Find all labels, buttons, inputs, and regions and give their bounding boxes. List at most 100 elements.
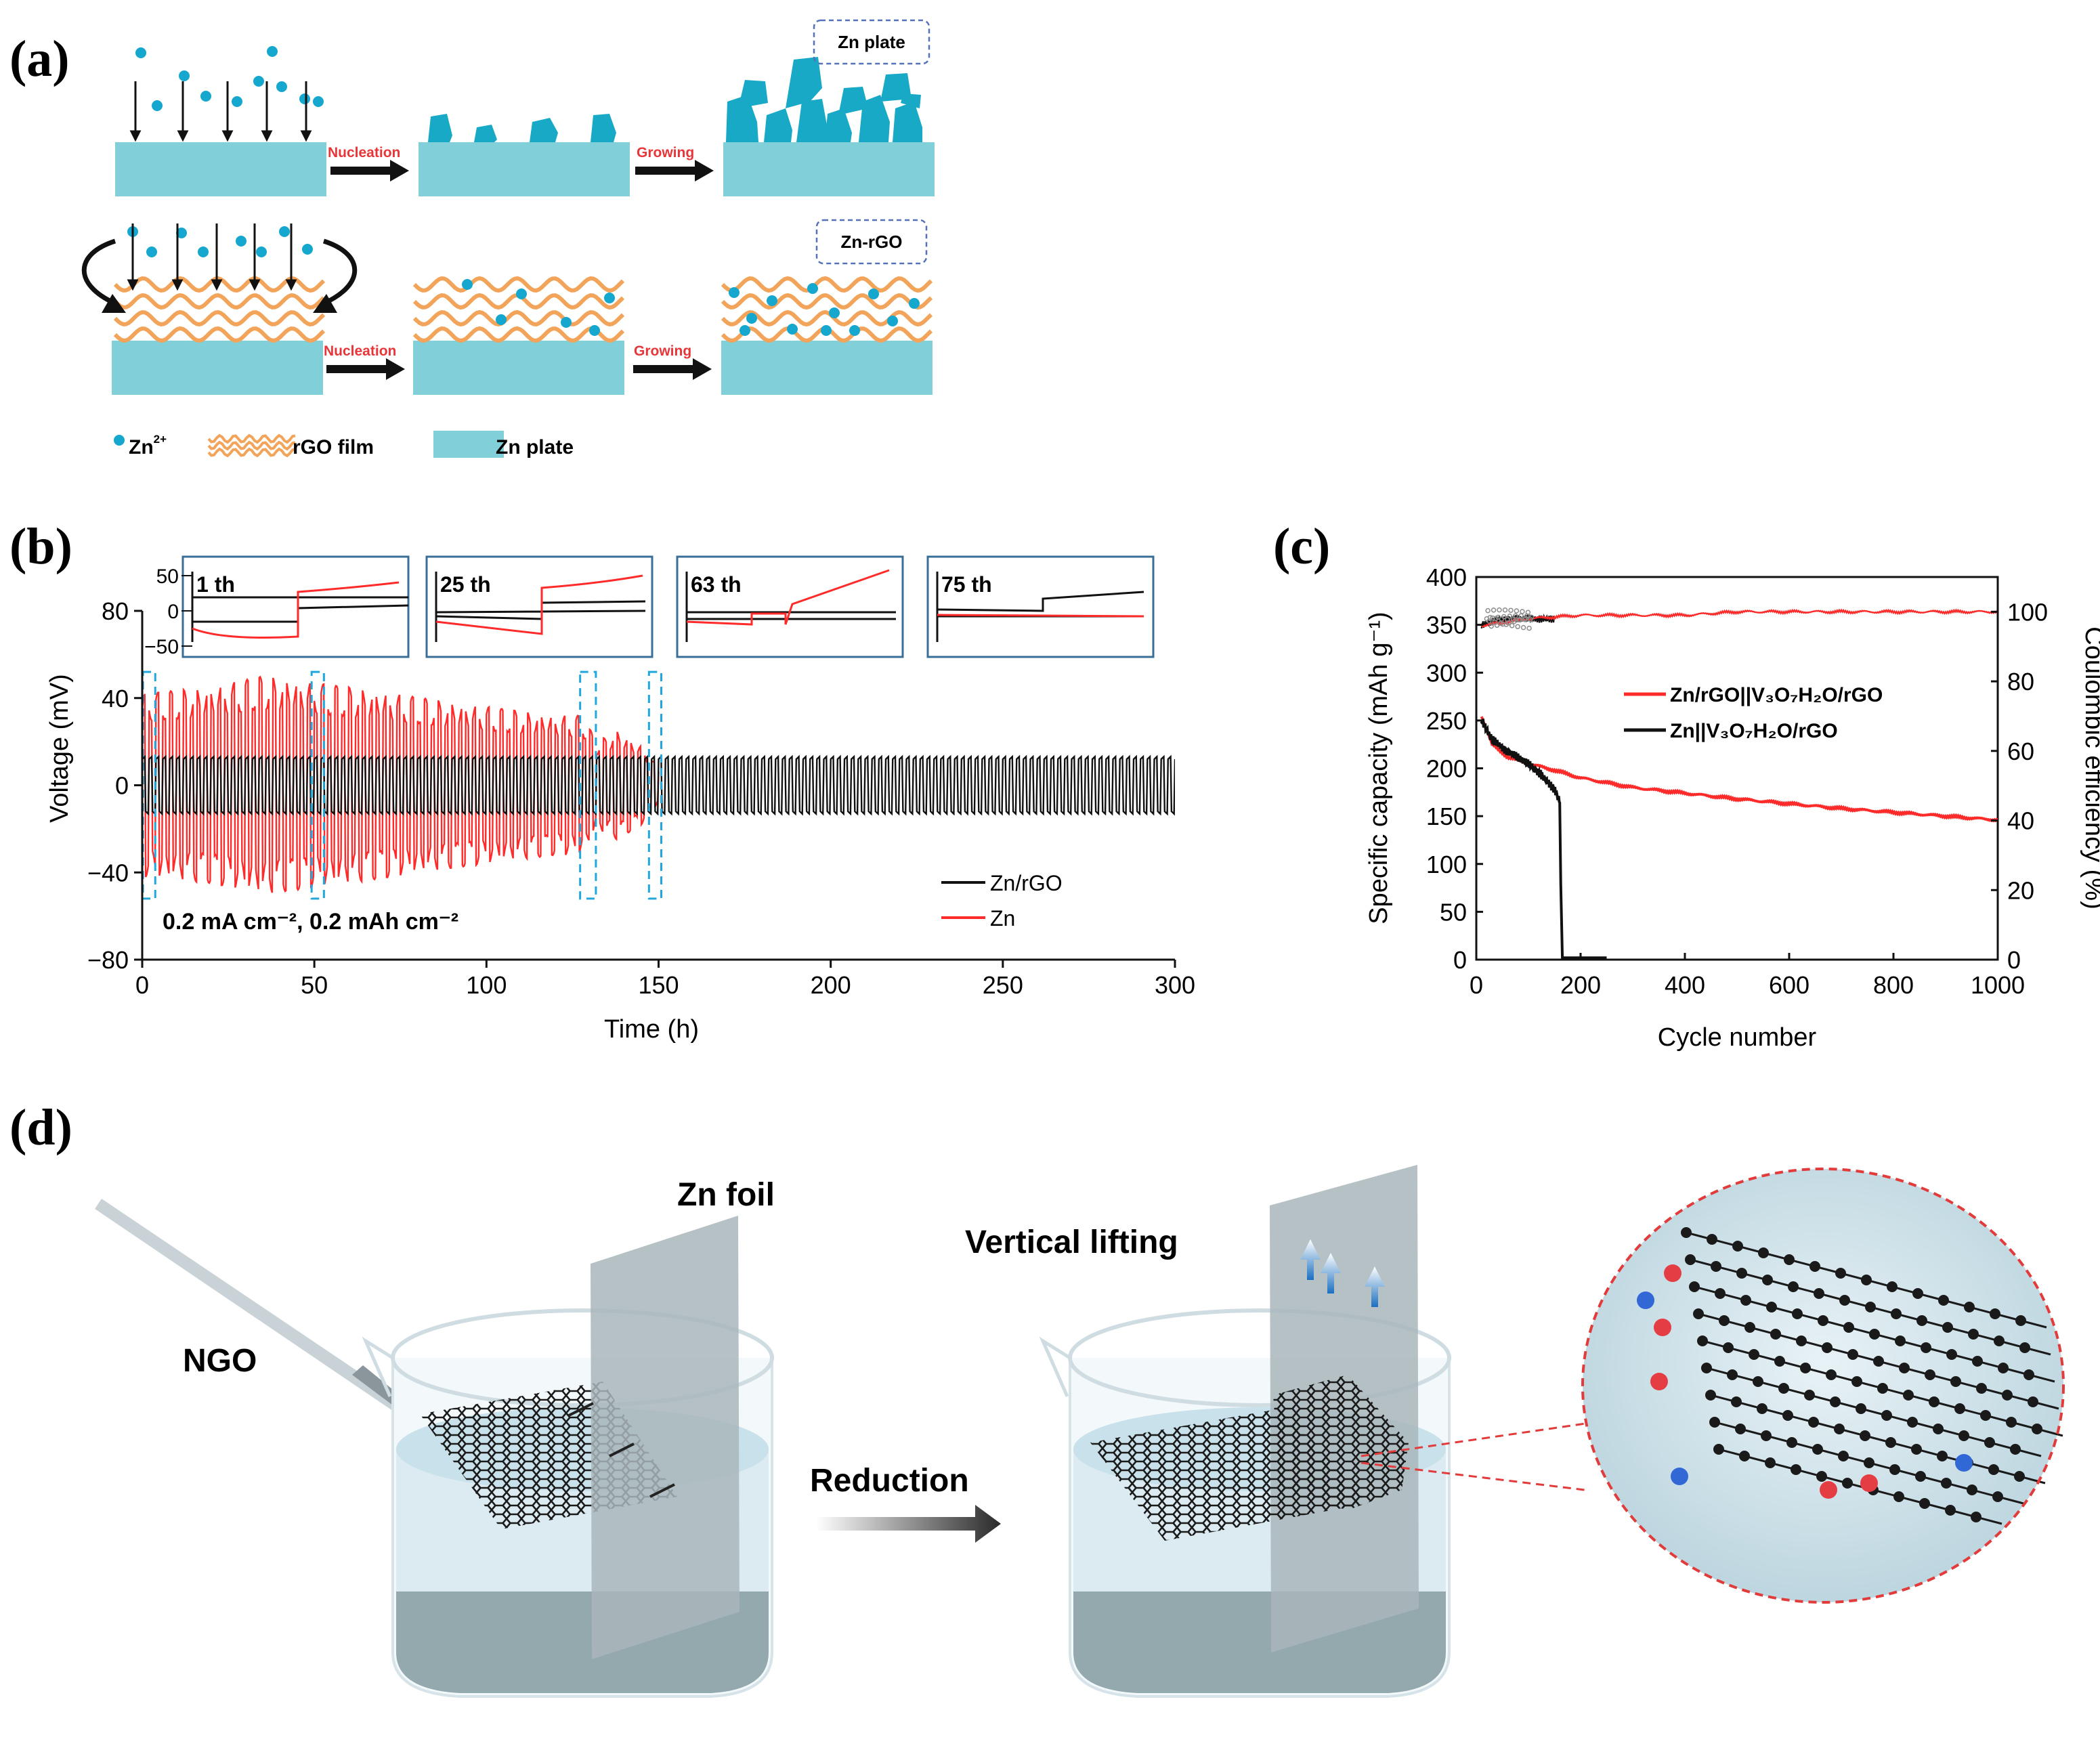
down-arrowhead: [300, 130, 312, 142]
zn-nuclei: [428, 114, 616, 142]
zn-ion-icon: [253, 76, 264, 87]
legend-zn-label: Zn: [990, 906, 1015, 931]
zn-ion-icon: [740, 325, 750, 336]
zn-ion-icon: [267, 46, 278, 57]
inset-label: 25 th: [440, 572, 491, 597]
efficiency-marker: [1502, 607, 1508, 613]
y-tick-label: −80: [87, 946, 129, 974]
zn-foil-left: [591, 1216, 740, 1659]
y-tick-label: 0: [115, 772, 129, 800]
highlight-window: [579, 670, 597, 900]
down-arrowhead: [249, 279, 261, 291]
legend-rgo-wave: [207, 440, 296, 451]
efficiency-marker: [1528, 614, 1535, 620]
inset-frame: [676, 555, 904, 658]
x-tick-label: 800: [1873, 971, 1914, 999]
zn-ion-icon: [821, 325, 832, 336]
zn-ion-icon: [232, 96, 242, 107]
down-arrowhead: [211, 279, 223, 291]
series-zn-rgo-capacity: [1480, 716, 1998, 823]
zn-ion-icon: [729, 287, 740, 298]
rgo-wave: [721, 293, 933, 310]
x-tick-label: 100: [466, 971, 507, 999]
highlight-window: [647, 670, 662, 900]
legend-rgo-wave: [207, 447, 296, 458]
efficiency-marker: [1500, 621, 1505, 627]
zn-plate-block: [112, 341, 323, 395]
highlight-window: [142, 670, 156, 900]
legend-zn-ion-label: Zn2+: [129, 433, 167, 458]
efficiency-marker: [1523, 616, 1528, 622]
x-tick-label: 600: [1769, 971, 1809, 999]
zn-plate-block: [419, 142, 630, 196]
inset-label: 1 th: [196, 572, 235, 597]
heteroatom: [1820, 1481, 1837, 1499]
zn-ion-icon: [135, 47, 146, 58]
step-growing-label: Growing: [634, 343, 691, 359]
efficiency-marker: [1525, 610, 1531, 616]
x-tick-label: 1000: [1971, 971, 2025, 999]
panel-d-label: (d): [9, 1099, 72, 1156]
x-axis-label: Cycle number: [1658, 1023, 1817, 1052]
legend-rgo-film-icon: [207, 433, 296, 458]
y-tick-label: 0: [1453, 946, 1467, 974]
zn-ion-icon: [496, 314, 507, 325]
vertical-lifting-label: Vertical lifting: [965, 1224, 1178, 1260]
highlight-windows: [142, 670, 662, 900]
carbon-bond: [2024, 1346, 2051, 1356]
heteroatom: [1671, 1468, 1688, 1485]
x-tick-label: 400: [1665, 971, 1705, 999]
efficiency-marker: [1515, 624, 1520, 630]
panel-d: (d) Zn foil NGO Reduction: [9, 1099, 2065, 1698]
series-zn-line: [142, 675, 660, 893]
zn-ion-icon: [868, 289, 879, 299]
zn-ion-icon: [767, 295, 777, 306]
y-tick-label: 300: [1426, 659, 1467, 687]
x-tick-label: 200: [1560, 971, 1601, 999]
zn-plate-block: [723, 142, 935, 196]
panel-c-label: (c): [1273, 518, 1330, 575]
growth-arrows: [568, 1402, 675, 1498]
heteroatom: [1955, 1454, 1973, 1472]
legend-zn-label: Zn||V₃O₇H₂O/rGO: [1670, 720, 1838, 742]
zn-ion-icon: [604, 293, 615, 303]
y-tick-label: 100: [1426, 851, 1467, 878]
y2-axis-label: Coulombic efficiency (%): [2080, 626, 2100, 909]
reduction-label: Reduction: [810, 1463, 969, 1499]
x-tick-label: 50: [301, 971, 328, 999]
diffusion-arrowhead: [102, 294, 126, 313]
deposition-arrows: [127, 223, 297, 291]
x-tick-label: 0: [1470, 971, 1483, 999]
heteroatom: [1860, 1474, 1878, 1492]
down-arrowhead: [127, 279, 139, 291]
rgo-wave: [721, 276, 933, 293]
zn-foil-label: Zn foil: [677, 1177, 775, 1213]
heteroatom: [1637, 1291, 1654, 1309]
zn-ion-icon: [200, 91, 211, 102]
y-tick-label: 40: [102, 685, 129, 712]
inset-zn-rgo-trace: [687, 611, 896, 620]
x-tick-label: 150: [638, 971, 679, 999]
beaker-left: [362, 1216, 774, 1698]
zoom-lens: [1581, 1168, 2065, 1604]
x-ticks: 0 200 400 600 800 1000: [1470, 953, 2025, 999]
arrow-growing: [633, 358, 712, 380]
zn-ion-icon: [746, 313, 757, 324]
down-arrowhead: [171, 279, 184, 291]
efficiency-marker: [1513, 613, 1518, 619]
diffusion-arrow-right: [322, 238, 358, 306]
x-tick-label: 0: [135, 971, 149, 999]
inset-zn-trace: [686, 569, 890, 626]
zn-ion-icon: [299, 93, 310, 104]
zn-dendrites: [726, 57, 922, 142]
series-zn-rgo-efficiency: [1481, 608, 1998, 628]
efficiency-marker: [1509, 623, 1515, 628]
zn-rgo-tag-box: [815, 219, 928, 265]
rgo-wave: [721, 309, 933, 327]
efficiency-marker: [1485, 607, 1491, 614]
efficiency-marker: [1497, 607, 1502, 613]
